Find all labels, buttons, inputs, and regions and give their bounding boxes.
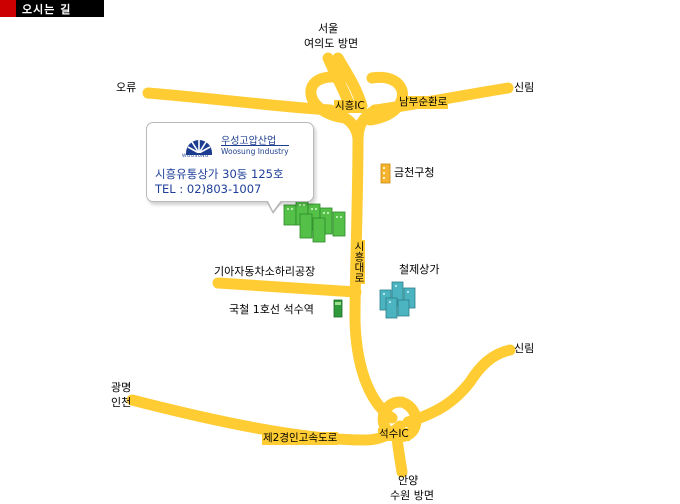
company-address: 시흥유통상가 30동 125호: [155, 167, 284, 181]
label-nambu-road: 남부순환로: [398, 96, 449, 109]
building-cluster-icon: [283, 199, 346, 243]
logo-caption: WOOSUNG: [182, 154, 209, 159]
label-gwangmyeong: 광명: [111, 381, 132, 394]
label-steel-mall: 철제상가: [399, 263, 440, 276]
company-tel: TEL : 02)803-1007: [155, 182, 262, 196]
label-suwon-direction: 수원 방면: [390, 489, 434, 502]
label-kia-factory: 기아자동차소하리공장: [214, 265, 316, 278]
callout-tail: [267, 199, 282, 211]
road-ic-ring: [305, 71, 408, 126]
label-siheung-daero: 시흥대로: [352, 240, 365, 284]
road-kia: [212, 277, 362, 298]
steel-mall-building-icon: [379, 281, 416, 319]
label-expressway: 제2경인고속도로: [262, 432, 339, 445]
road-siheung-daero: [349, 132, 398, 424]
road-sillim-bottom: [402, 344, 516, 428]
label-anyang: 안양: [398, 474, 419, 487]
company-name-ko: 우성고압산업: [221, 136, 277, 147]
page-title: 오시는 길: [22, 3, 72, 16]
header-bar: 오시는 길: [0, 0, 104, 17]
label-seoksu-ic: 석수IC: [378, 428, 410, 441]
road-network: [126, 52, 516, 478]
label-siheung-ic: 시흥IC: [334, 100, 366, 113]
label-seoul: 서울: [318, 22, 339, 35]
label-seoksu-station: 국철 1호선 석수역: [229, 303, 314, 316]
company-name-en: Woosung Industry: [221, 145, 289, 156]
label-sillim-top: 신림: [514, 81, 535, 94]
road-oryu: [142, 87, 336, 116]
station-icon: [333, 299, 343, 318]
label-geumcheon-office: 금천구청: [394, 166, 435, 179]
logo-icon: [183, 129, 215, 159]
label-sillim-bottom: 신림: [514, 342, 535, 355]
government-building-icon: [380, 163, 391, 184]
label-incheon: 인천: [111, 396, 132, 409]
header-accent-mark: [0, 0, 16, 17]
label-yeouido-direction: 여의도 방면: [304, 37, 359, 50]
label-oryu: 오류: [116, 81, 137, 94]
company-callout: WOOSUNG 우성고압산업 Woosung Industry 시흥유통상가 3…: [146, 122, 314, 214]
